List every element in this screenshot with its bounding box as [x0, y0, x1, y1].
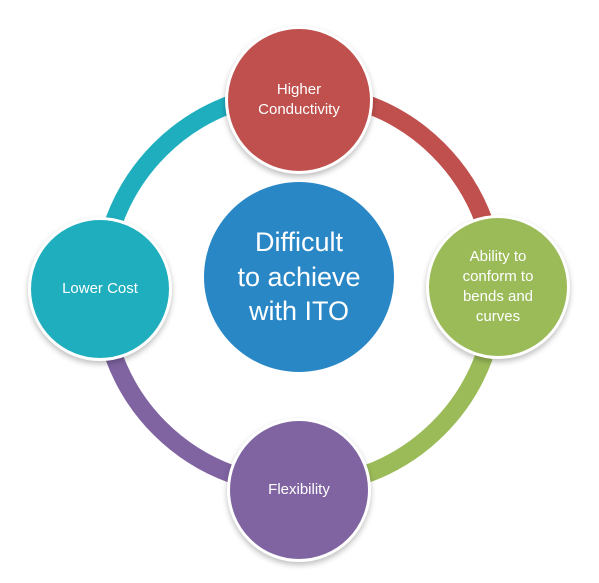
arc-bottom-to-left	[105, 353, 235, 483]
node-higher-conductivity: Higher Conductivity	[225, 26, 373, 174]
arc-top-to-right	[363, 95, 493, 225]
node-left-label: Lower Cost	[62, 279, 138, 297]
node-bottom-label: Flexibility	[268, 480, 330, 498]
center-label: Difficult to achieve with ITO	[237, 227, 361, 327]
node-ability-to-conform: Ability to conform to bends and curves	[426, 215, 570, 359]
node-flexibility: Flexibility	[227, 418, 371, 562]
node-top-label: Higher Conductivity	[258, 80, 340, 118]
node-right-label: Ability to conform to bends and curves	[462, 247, 534, 326]
center-circle: Difficult to achieve with ITO	[204, 182, 394, 372]
node-lower-cost: Lower Cost	[28, 217, 172, 361]
arc-left-to-top	[105, 95, 235, 225]
arc-right-to-bottom	[363, 353, 493, 483]
